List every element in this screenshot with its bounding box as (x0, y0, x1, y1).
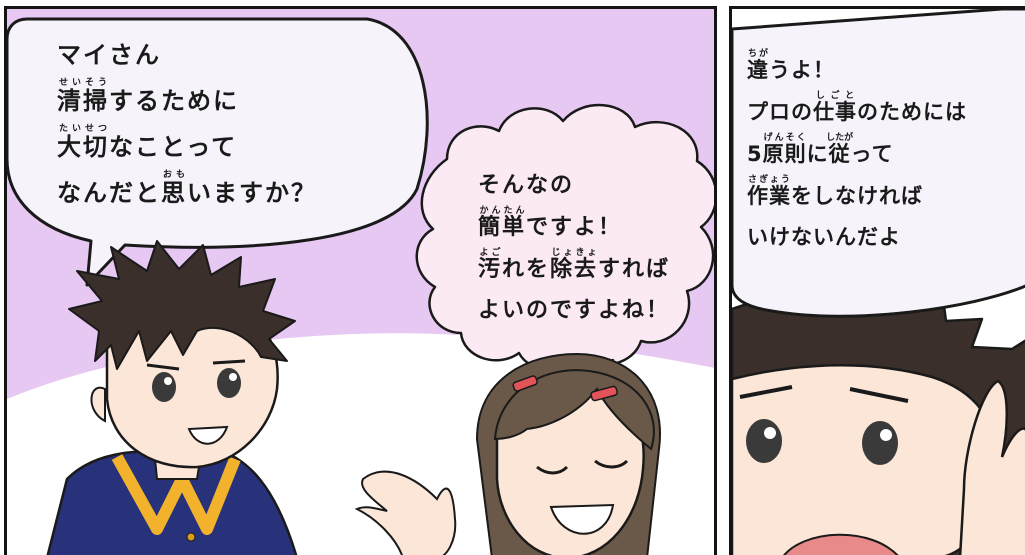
boy-hair (68, 240, 296, 370)
kanji-text: 大切 (57, 133, 109, 161)
balloon-text-segment: ですよ！ (526, 215, 623, 240)
balloon-line: 大切たいせつなことって (57, 124, 317, 170)
furigana-reading: ちが (747, 49, 769, 59)
balloon-text-segment: って (850, 142, 894, 166)
balloon-text-segment: 5 (747, 142, 763, 166)
speech-balloon-left (7, 17, 429, 287)
balloon-text-segment: うよ！ (769, 58, 835, 82)
kanji-text: 作業 (747, 184, 791, 208)
balloon-text-segment: いますか？ (187, 179, 317, 207)
boy-closeup-eye-left (746, 419, 782, 463)
boy-eye-right (217, 368, 241, 398)
balloon-line: 作業さぎょうをしなければ (747, 175, 967, 217)
kanji-text: 原則 (762, 142, 807, 166)
furigana-reading: さぎょう (747, 175, 791, 185)
balloon-text-segment: のためには (857, 100, 967, 124)
furigana-word: 違ちが (747, 49, 769, 82)
balloon-text-segment: よいのですよね！ (478, 298, 671, 323)
balloon-line: 違ちがうよ！ (747, 49, 967, 91)
furigana-reading: おも (161, 170, 187, 180)
furigana-word: 汚よご (478, 248, 503, 282)
boy-mouth (187, 425, 229, 445)
kanji-text: 思 (161, 179, 187, 207)
girl-mouth (549, 503, 615, 535)
furigana-reading: じょきょ (550, 248, 599, 258)
boy-character (46, 240, 298, 555)
balloon-line: なんだと思おもいますか？ (57, 170, 317, 216)
balloon-text-segment: れを (502, 257, 551, 282)
furigana-word: 原則げんそく (762, 133, 807, 166)
balloon-text-segment: するために (109, 87, 239, 115)
balloon-text-segment: をしなければ (791, 184, 923, 208)
boy-closeup-hand (958, 379, 1025, 555)
furigana-word: 除去じょきょ (550, 248, 599, 282)
furigana-reading: たいせつ (57, 124, 109, 134)
thought-cloud-mid-text: そんなの簡単かんたんですよ！汚よごれを除去じょきょすればよいのですよね！ (478, 165, 670, 331)
balloon-line: マイさん (57, 32, 317, 78)
balloon-line: プロの仕事しごとのためには (747, 91, 967, 133)
balloon-text-segment: なことって (109, 133, 238, 161)
boy-closeup-eye-right (862, 421, 898, 465)
girl-hand (354, 470, 457, 555)
balloon-line: よいのですよね！ (478, 290, 670, 331)
balloon-text-segment: に (806, 142, 829, 166)
kanji-text: 除去 (550, 257, 599, 282)
furigana-reading: しごと (813, 91, 857, 101)
balloon-line: いけないんだよ (747, 217, 967, 258)
thought-cloud-mid (415, 103, 714, 372)
furigana-reading: よご (478, 248, 503, 258)
kanji-text: 従 (826, 142, 854, 166)
furigana-word: 従したが (826, 133, 854, 166)
balloon-line: そんなの (478, 165, 670, 206)
balloon-line: 清掃せいそうするために (57, 78, 317, 124)
furigana-word: 清掃せいそう (57, 78, 109, 115)
kanji-text: 簡単 (478, 215, 527, 240)
speech-balloon-right (732, 9, 1025, 318)
balloon-line: 汚よごれを除去じょきょすれば (478, 248, 670, 290)
balloon-text-segment: そんなの (478, 173, 575, 198)
kanji-text: 仕事 (813, 100, 857, 124)
girl-character (354, 352, 662, 555)
balloon-text-segment: すれば (598, 257, 671, 282)
furigana-word: 簡単かんたん (478, 206, 527, 240)
panel-left-artwork (7, 17, 714, 555)
boy-closeup-mouth (783, 533, 899, 555)
balloon-text-segment: マイさん (57, 41, 161, 69)
kanji-text: 清掃 (57, 87, 109, 115)
balloon-text-segment: いけないんだよ (747, 225, 901, 249)
furigana-word: 仕事しごと (813, 91, 857, 124)
furigana-reading: したが (826, 133, 854, 143)
girl-hairclip-right (590, 385, 618, 402)
balloon-text-segment: プロの (747, 100, 813, 124)
balloon-text-segment: なんだと (57, 179, 161, 207)
furigana-reading: かんたん (478, 206, 527, 216)
furigana-reading: せいそう (57, 78, 109, 88)
furigana-reading: げんそく (762, 133, 807, 143)
manga-panel-left: マイさん清掃せいそうするために大切たいせつなことってなんだと思おもいますか？ そ… (4, 6, 717, 555)
panel-right-artwork (732, 9, 1025, 555)
boy-ear (90, 386, 106, 423)
furigana-word: 作業さぎょう (747, 175, 791, 208)
boy-character-closeup (732, 255, 1025, 555)
balloon-line: 簡単かんたんですよ！ (478, 206, 670, 248)
girl-hairclip-left (512, 375, 538, 392)
balloon-line: 5原則げんそくに従したがって (747, 133, 967, 175)
furigana-word: 大切たいせつ (57, 124, 109, 161)
speech-balloon-left-text: マイさん清掃せいそうするために大切たいせつなことってなんだと思おもいますか？ (57, 32, 317, 216)
kanji-text: 汚 (478, 257, 503, 282)
furigana-word: 思おも (161, 170, 187, 207)
kanji-text: 違 (747, 58, 769, 82)
boy-eye-left (152, 372, 176, 402)
